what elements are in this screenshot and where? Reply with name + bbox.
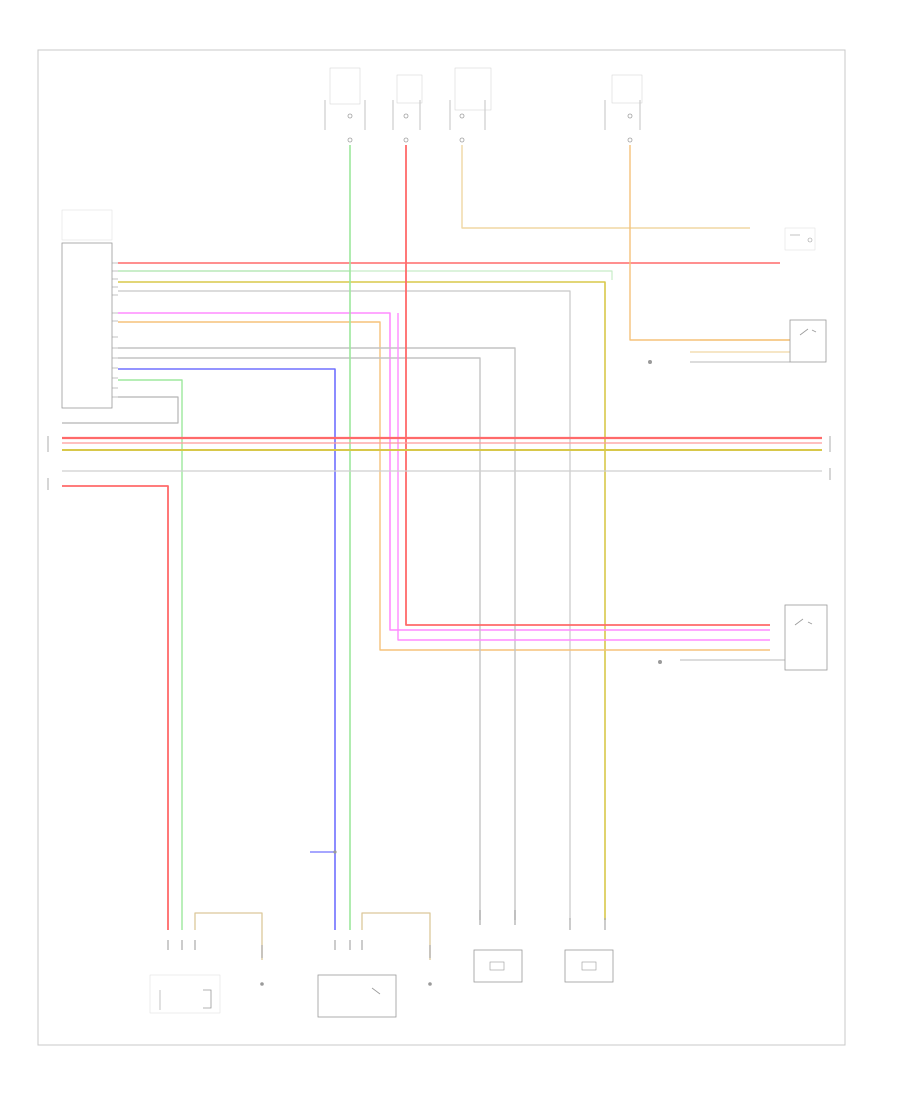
fuse-block-4 xyxy=(604,74,643,130)
wire-magenta-second xyxy=(397,313,770,641)
right-switch-middle xyxy=(789,319,827,363)
bottom-sensor-1 xyxy=(473,949,523,983)
wire-tan-bottom-1 xyxy=(194,912,263,960)
wire-gray-3 xyxy=(118,357,481,920)
wire-tan-from-fuse3 xyxy=(461,145,750,229)
fuse-symbols xyxy=(347,113,633,143)
bottom-motor-left xyxy=(317,974,397,1018)
bottom-switch-left xyxy=(149,974,221,1014)
wire-orange-from-fuse4 xyxy=(629,145,790,341)
wire-red-left-down xyxy=(62,485,169,930)
right-sensor-top xyxy=(784,227,816,251)
module-pin-ticks xyxy=(112,262,118,398)
wires xyxy=(62,145,822,960)
wire-gray-2 xyxy=(118,347,516,920)
control-module-label-area xyxy=(61,209,113,241)
wire-blue-1 xyxy=(118,368,336,930)
ground-symbols-bottom xyxy=(260,850,432,986)
right-switch-lower xyxy=(784,604,828,671)
wire-gray-1 xyxy=(118,290,571,920)
wire-lightgreen-long xyxy=(118,270,613,280)
ground-symbols-right xyxy=(648,360,662,664)
connector-ticks-bottom xyxy=(167,910,606,958)
wire-yellow-to-right xyxy=(118,281,606,920)
wire-orange-1 xyxy=(118,321,770,651)
wire-tan-bottom-2 xyxy=(361,912,431,960)
fuse-block-3 xyxy=(449,67,492,130)
wire-red-vertical xyxy=(405,145,770,626)
fuse-block-2 xyxy=(392,74,423,130)
control-module-box xyxy=(61,242,113,409)
wire-gray-4 xyxy=(62,396,179,424)
diagram-frame xyxy=(37,49,846,1046)
fuse-block-1 xyxy=(324,67,366,130)
bottom-sensor-2 xyxy=(564,949,614,983)
wire-green-2 xyxy=(118,379,183,930)
